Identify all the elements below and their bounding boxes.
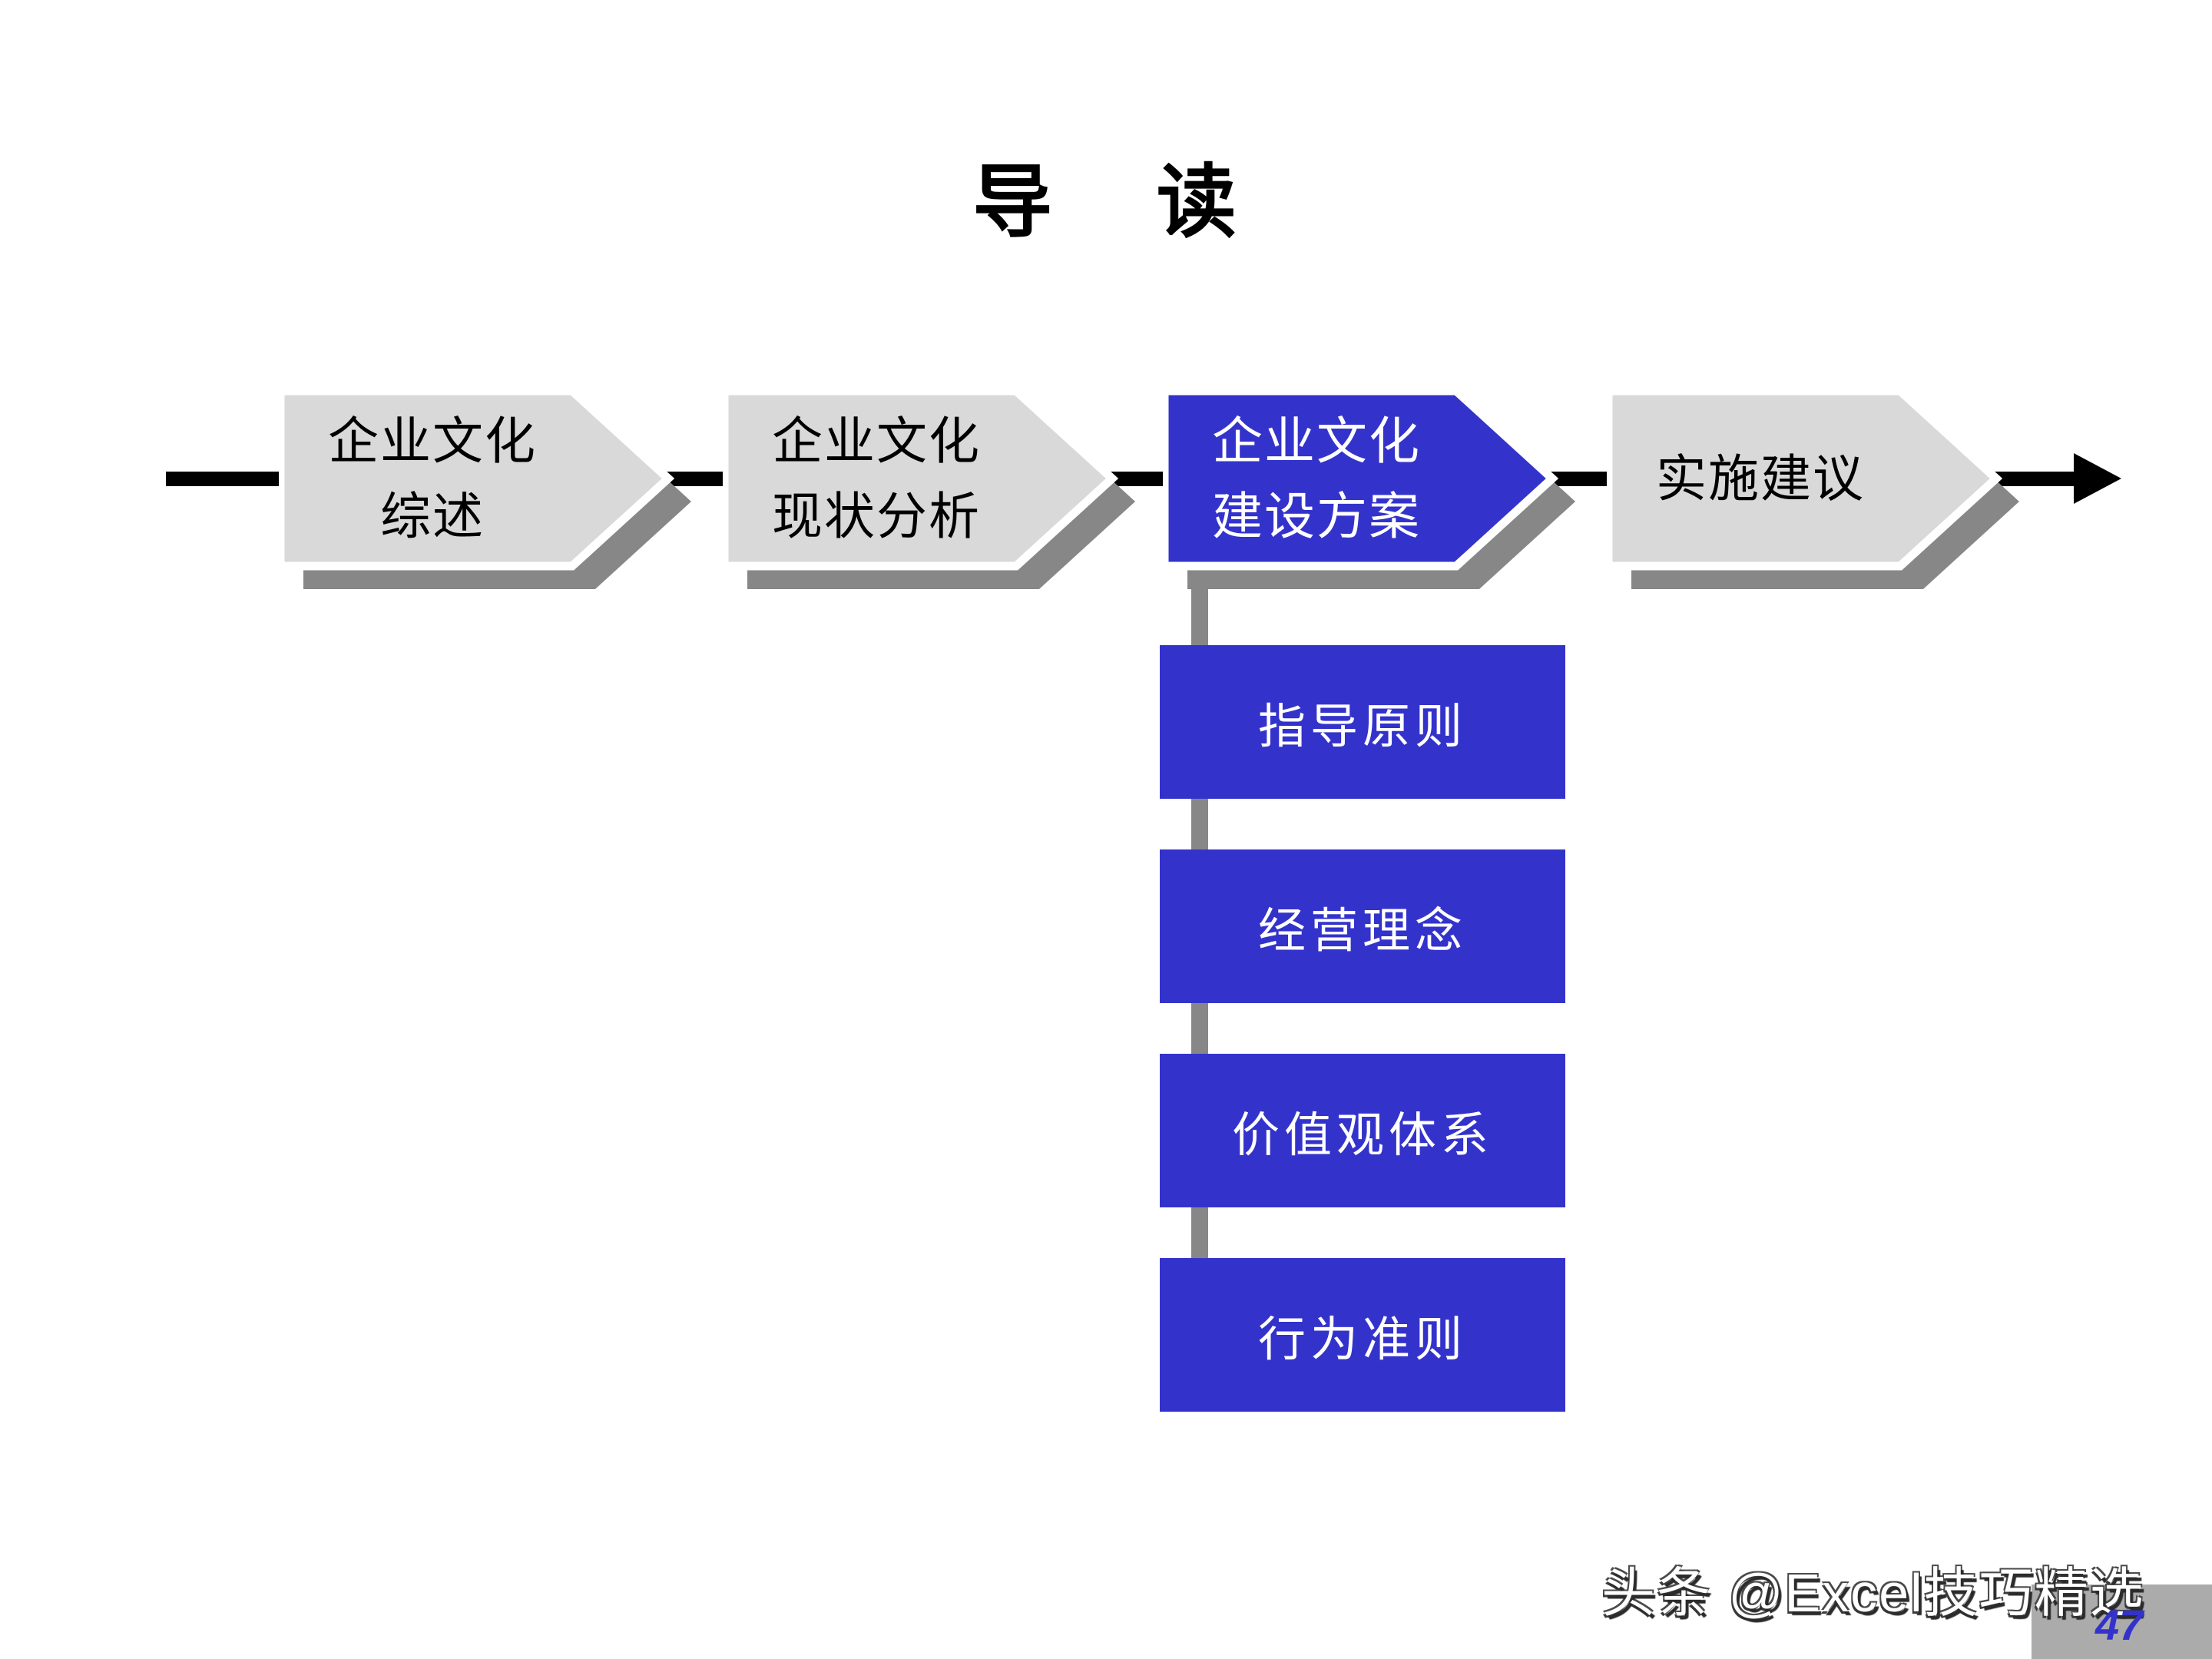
sub-item-code-of-conduct: 行为准则	[1160, 1258, 1565, 1412]
chevron-arrow-icon	[1163, 389, 1575, 589]
step-label-line: 企业文化	[772, 412, 981, 469]
chevron-arrow-icon	[723, 389, 1135, 589]
chevron-arrow-icon	[279, 389, 691, 589]
flow-step-current-state-analysis: 企业文化 现状分析	[723, 389, 1137, 591]
sub-item-values-system: 价值观体系	[1160, 1054, 1565, 1207]
step-label-line: 综述	[380, 488, 485, 545]
step-label-line: 实施建议	[1656, 450, 1865, 507]
step-label-line: 企业文化	[1212, 412, 1421, 469]
page-title: 导 读	[972, 158, 1240, 247]
sub-item-label: 经营理念	[1257, 905, 1467, 958]
sub-item-guiding-principles: 指导原则	[1160, 645, 1565, 799]
sub-item-business-philosophy: 经营理念	[1160, 849, 1565, 1003]
step-label: 企业文化 建设方案	[1163, 391, 1470, 566]
step-label: 企业文化 综述	[279, 391, 586, 566]
flow-step-construction-plan-active: 企业文化 建设方案	[1163, 389, 1578, 591]
footer-gray-rect	[2032, 1584, 2212, 1659]
flow-step-implementation-advice: 实施建议	[1607, 389, 2022, 591]
step-label: 企业文化 现状分析	[723, 391, 1030, 566]
page-number: 47	[2095, 1601, 2144, 1649]
flow-step-culture-overview: 企业文化 综述	[279, 389, 694, 591]
step-label-line: 现状分析	[772, 488, 981, 545]
sub-item-label: 价值观体系	[1231, 1109, 1493, 1162]
flow-axis-arrowhead-icon	[2074, 453, 2121, 504]
step-label-line: 建设方案	[1212, 488, 1421, 545]
chevron-arrow-icon	[1607, 389, 2019, 589]
step-label: 实施建议	[1607, 391, 1914, 566]
sub-item-label: 指导原则	[1257, 700, 1467, 753]
watermark-text: 头条 @Excel技巧精选	[1601, 1563, 2145, 1623]
step-label-line: 企业文化	[328, 412, 537, 469]
sub-item-label: 行为准则	[1257, 1313, 1467, 1366]
